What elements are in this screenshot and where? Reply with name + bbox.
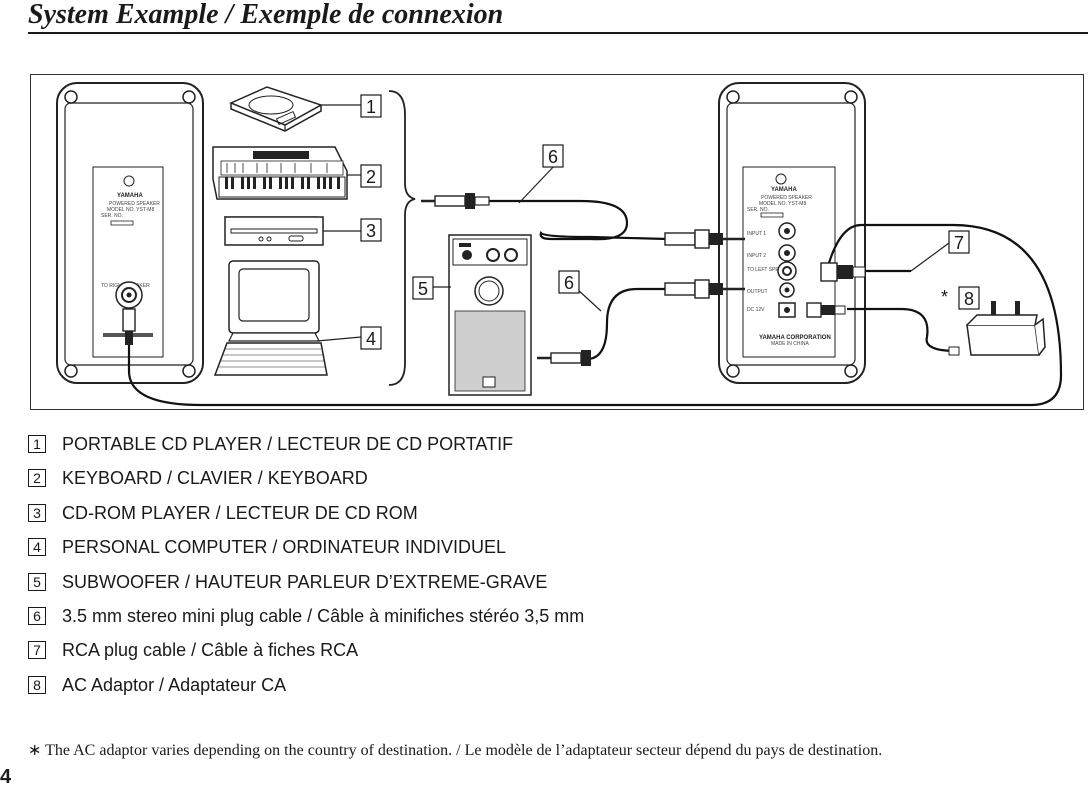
right-panel-output: OUTPUT (747, 289, 768, 295)
legend-label: CD-ROM PLAYER / LECTEUR DE CD ROM (62, 502, 418, 523)
legend-number: 1 (28, 435, 46, 453)
left-panel-serial: SER. NO. (101, 213, 123, 219)
svg-text:2: 2 (366, 167, 376, 187)
legend-label: PERSONAL COMPUTER / ORDINATEUR INDIVIDUE… (62, 537, 507, 558)
svg-text:6: 6 (564, 273, 574, 293)
left-panel-model: POWERED SPEAKER (109, 201, 160, 207)
footnote: ∗ The AC adaptor varies depending on the… (28, 742, 883, 759)
left-panel-model2: MODEL NO. YST-M8 (107, 207, 154, 213)
right-panel-dc: DC 12V (747, 307, 765, 313)
right-panel-input1: INPUT 1 (747, 231, 766, 237)
legend-item: 6 3.5 mm stereo mini plug cable / Câble à… (28, 605, 1028, 639)
legend-number: 5 (28, 572, 46, 591)
right-panel-input2: INPUT 2 (747, 253, 766, 259)
legend-item: 1 PORTABLE CD PLAYER / LECTEUR DE CD PORT… (28, 433, 1028, 467)
svg-text:4: 4 (366, 329, 376, 349)
right-panel-corp: YAMAHA CORPORATION (759, 335, 831, 341)
legend-label: KEYBOARD / CLAVIER / KEYBOARD (62, 468, 368, 489)
right-panel-brand: YAMAHA (771, 187, 797, 193)
page-title: System Example / Exemple de connexion (28, 0, 504, 30)
source-bracket (388, 90, 416, 386)
legend-number: 4 (28, 538, 46, 557)
portable-cd-player (229, 86, 323, 132)
svg-text:6: 6 (548, 147, 558, 167)
right-panel-model2: MODEL NO. YST-M8 (759, 201, 806, 207)
ac-adaptor (966, 301, 1046, 356)
subwoofer (448, 234, 532, 396)
legend-label: AC Adaptor / Adaptateur CA (62, 674, 287, 695)
callout-8-asterisk: * (941, 287, 948, 307)
legend-item: 8 AC Adaptor / Adaptateur CA (28, 674, 1028, 708)
legend-item: 2 KEYBOARD / CLAVIER / KEYBOARD (28, 467, 1028, 501)
callout-1: 1 (360, 94, 382, 118)
left-panel-brand: YAMAHA (117, 193, 143, 199)
page-number: 4 (0, 766, 12, 788)
right-panel-made: MADE IN CHINA (771, 341, 809, 347)
right-panel-to-left: TO LEFT SPEAKER (747, 267, 793, 273)
legend-label: PORTABLE CD PLAYER / LECTEUR DE CD PORTA… (62, 434, 514, 454)
cdrom-player (223, 216, 325, 246)
callout-6-lower: 6 (558, 270, 580, 294)
svg-text:8: 8 (964, 289, 974, 309)
callout-2: 2 (360, 164, 382, 188)
legend-number: 2 (28, 469, 46, 488)
plugs (122, 193, 960, 366)
left-speaker: YAMAHA POWERED SPEAKER MODEL NO. YST-M8 … (56, 82, 204, 384)
callout-7: 7 (948, 230, 970, 254)
legend-label: 3.5 mm stereo mini plug cable / Câble à … (62, 605, 585, 626)
callout-6-upper: 6 (542, 144, 564, 168)
legend-number: 3 (28, 503, 46, 522)
keyboard-instrument (212, 146, 348, 200)
right-panel-serial: SER. NO. (747, 207, 769, 213)
legend-item: 7 RCA plug cable / Câble à fiches RCA (28, 639, 1028, 673)
callout-leaders (316, 104, 950, 342)
svg-text:1: 1 (366, 97, 376, 117)
right-panel-model: POWERED SPEAKER (761, 195, 812, 201)
legend-label: RCA plug cable / Câble à fiches RCA (62, 640, 359, 661)
callout-5: 5 (412, 276, 434, 300)
legend-number: 8 (28, 675, 46, 694)
callout-4: 4 (360, 326, 382, 350)
svg-text:3: 3 (366, 221, 376, 241)
callout-8: 8 * (941, 286, 980, 310)
connection-diagram: YAMAHA POWERED SPEAKER MODEL NO. YST-M8 … (30, 74, 1084, 410)
callout-3: 3 (360, 218, 382, 242)
legend-item: 4 PERSONAL COMPUTER / ORDINATEUR INDIVIDU… (28, 536, 1028, 570)
parts-legend: 1 PORTABLE CD PLAYER / LECTEUR DE CD PORT… (28, 433, 1028, 708)
svg-text:5: 5 (418, 279, 428, 299)
legend-number: 6 (28, 606, 46, 625)
svg-text:7: 7 (954, 233, 964, 253)
legend-number: 7 (28, 641, 46, 660)
legend-item: 3 CD-ROM PLAYER / LECTEUR DE CD ROM (28, 502, 1028, 536)
connection-diagram-svg: YAMAHA POWERED SPEAKER MODEL NO. YST-M8 … (56, 82, 1063, 407)
legend-label: SUBWOOFER / HAUTEUR PARLEUR D’EXTREME-GR… (62, 571, 548, 592)
title-rule (28, 32, 1088, 34)
personal-computer (213, 260, 328, 376)
legend-item: 5 SUBWOOFER / HAUTEUR PARLEUR D’EXTREME-G… (28, 571, 1028, 605)
